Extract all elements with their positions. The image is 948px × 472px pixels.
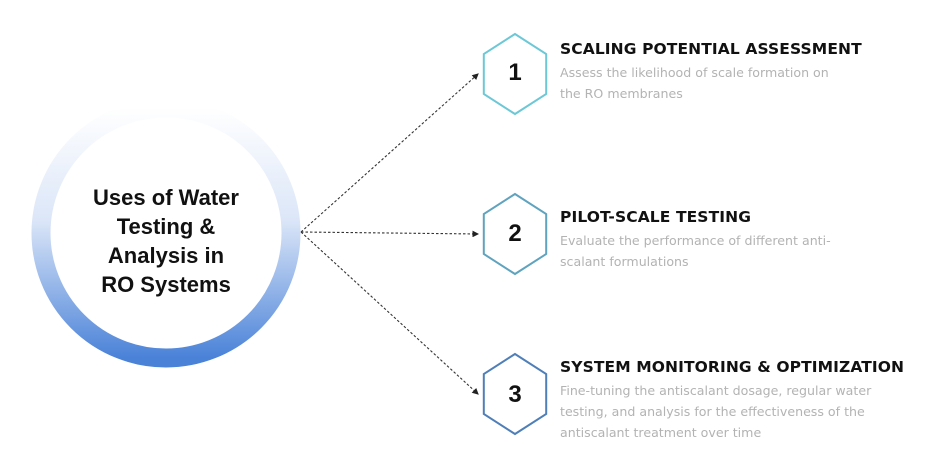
- connector-3: [300, 231, 479, 395]
- center-title: Uses of Water Testing & Analysis in RO S…: [56, 183, 276, 299]
- connector-2: [300, 230, 480, 238]
- item-3-desc-line: antiscalant treatment over time: [560, 425, 762, 440]
- item-3-title: SYSTEM MONITORING & OPTIMIZATION: [560, 358, 905, 376]
- hexagon-3-number: 3: [508, 381, 522, 408]
- hexagon-2: [482, 192, 548, 276]
- hexagon-1: [482, 32, 548, 116]
- center-circle-ring: [31, 98, 301, 368]
- item-2-description: Evaluate the performance of different an…: [560, 230, 940, 272]
- item-1: SCALING POTENTIAL ASSESSMENT Assess the …: [560, 40, 940, 104]
- center-title-line: Analysis in: [107, 243, 225, 268]
- item-2: PILOT-SCALE TESTING Evaluate the perform…: [560, 208, 940, 272]
- item-1-description: Assess the likelihood of scale formation…: [560, 62, 940, 104]
- item-3-desc-line: testing, and analysis for the effectiven…: [560, 404, 865, 419]
- item-2-title: PILOT-SCALE TESTING: [560, 208, 752, 226]
- item-1-title: SCALING POTENTIAL ASSESSMENT: [560, 40, 862, 58]
- item-1-desc-line: the RO membranes: [560, 86, 683, 101]
- item-2-desc-line: Evaluate the performance of different an…: [560, 233, 831, 248]
- connector-1: [300, 73, 479, 233]
- hexagon-2-number: 2: [508, 220, 522, 247]
- item-3: SYSTEM MONITORING & OPTIMIZATION Fine-tu…: [560, 358, 940, 443]
- center-title-line: RO Systems: [101, 272, 231, 297]
- item-3-desc-line: Fine-tuning the antiscalant dosage, regu…: [560, 383, 872, 398]
- item-3-description: Fine-tuning the antiscalant dosage, regu…: [560, 380, 940, 443]
- center-title-line: Testing &: [116, 214, 216, 239]
- hexagon-3: [482, 352, 548, 436]
- item-2-desc-line: scalant formulations: [560, 254, 689, 269]
- hexagon-1-number: 1: [508, 59, 522, 86]
- center-title-line: Uses of Water: [93, 185, 239, 210]
- item-1-desc-line: Assess the likelihood of scale formation…: [560, 65, 829, 80]
